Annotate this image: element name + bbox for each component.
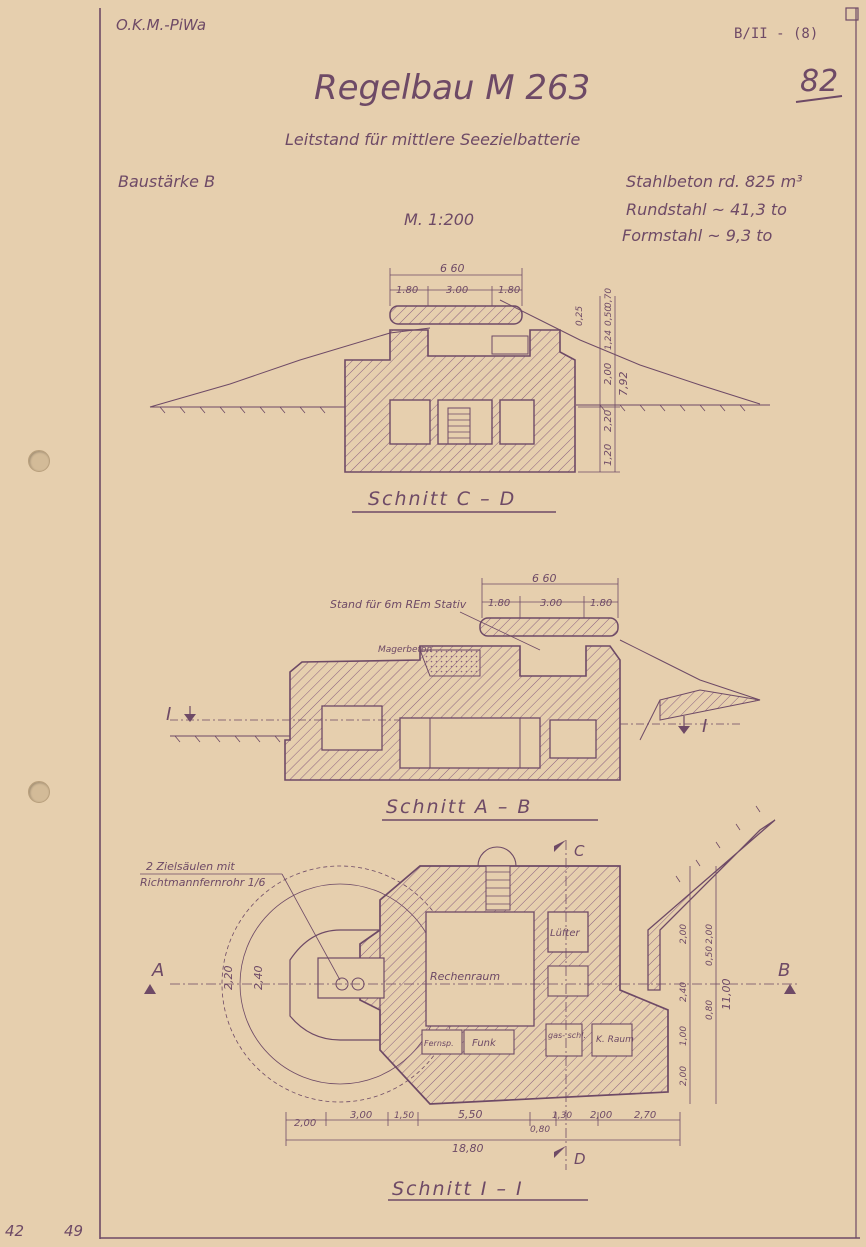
ii-cut-mark-d: D [574, 1150, 586, 1168]
margin-note-1: 42 [5, 1222, 25, 1240]
cd-dim-left: 1.80 [396, 285, 418, 296]
section-ab-drawing: 6 60 1.80 3.00 1.80 Stand für 6m REm Sta… [166, 572, 761, 821]
label-kraum: K. Raum [596, 1035, 634, 1045]
ii-dim-b3: 1,50 [394, 1111, 414, 1121]
ii-dim-b7: 2,70 [634, 1110, 656, 1121]
ii-dim-b6: 2,00 [590, 1110, 612, 1121]
room-funk [463, 1029, 515, 1055]
margin-note-2: 49 [64, 1222, 84, 1240]
ii-dim-r5: 0,80 [705, 1000, 715, 1020]
ii-note-zielsaeulen-1: 2 Zielsäulen mit [146, 860, 235, 873]
cd-dim-r8: 1,20 [603, 444, 614, 466]
cd-dim-right: 1.80 [498, 285, 520, 296]
section-cd-drawing: 6 60 1.80 3.00 1.80 0,25 1,24 0,50 0,70 … [149, 262, 770, 513]
ab-cut-mark-right: I [702, 716, 707, 737]
spec-formstahl: Formstahl ~ 9,3 to [622, 226, 773, 245]
room-rechenraum [425, 911, 535, 1027]
scale-label: M. 1:200 [404, 210, 475, 229]
ab-dim-left: 1.80 [488, 598, 510, 609]
section-ii-drawing: 2,20 2,40 Rechenraum Lüfter Fernsp. Funk… [140, 805, 800, 1201]
drawing-subtitle: Leitstand für mittlere Seezielbatterie [285, 130, 581, 149]
corner-mark [845, 7, 859, 21]
ii-dim-r7: 2,00 [679, 1066, 689, 1086]
ii-dim-b4: 5,50 [458, 1108, 483, 1121]
ii-dim-r4: 2,40 [679, 982, 689, 1002]
page-number: 82 [800, 64, 839, 99]
ii-cut-mark-a: A [151, 960, 164, 981]
ii-dim-b1: 2,00 [294, 1118, 316, 1129]
section-ii-label: Schnitt I – I [392, 1178, 524, 1200]
sheet-reference: B/II - (8) [734, 26, 819, 42]
label-rechenraum: Rechenraum [430, 970, 500, 983]
cd-dim-r4: 0,70 [604, 288, 614, 308]
spec-rundstahl: Rundstahl ~ 41,3 to [626, 200, 787, 219]
cd-dim-mid: 3.00 [446, 285, 468, 296]
label-gasschleuse: gas- schl. [548, 1031, 586, 1040]
ii-dim-r1: 2,00 [679, 924, 689, 944]
ii-dim-b9: 18,80 [452, 1142, 484, 1155]
cd-dim-r3: 0,50 [604, 306, 614, 326]
room-gasschleuse [545, 1023, 583, 1057]
ab-dim-right: 1.80 [590, 598, 612, 609]
room-fernsprecher [421, 1029, 463, 1055]
ii-dim-r6: 1,00 [679, 1026, 689, 1046]
ii-radius-2: 2,40 [252, 966, 265, 991]
ii-cut-mark-c: C [574, 842, 585, 860]
label-funk: Funk [472, 1038, 497, 1049]
cd-dim-r1: 0,25 [575, 306, 585, 326]
room-kraum [591, 1023, 633, 1057]
ii-dim-b2: 3,00 [350, 1110, 372, 1121]
construction-strength: Baustärke B [118, 172, 216, 191]
ii-cut-mark-b: B [778, 960, 790, 981]
ab-note-mager: Magerbeton [378, 645, 433, 655]
org-label: O.K.M.-PiWa [116, 16, 207, 34]
ii-note-zielsaeulen-2: Richtmannfernrohr 1/6 [140, 876, 266, 889]
section-cd-label: Schnitt C – D [368, 488, 517, 510]
cd-dim-r2: 1,24 [604, 330, 614, 350]
cd-dim-r6: 7,92 [617, 372, 630, 397]
punch-hole-bottom [28, 781, 50, 803]
drawing-title: Regelbau M 263 [314, 68, 591, 108]
ii-dim-r8: 11,00 [720, 979, 733, 1011]
spec-stahlbeton: Stahlbeton rd. 825 m³ [626, 172, 803, 191]
punch-hole-top [28, 450, 50, 472]
ii-dim-b5: 1,30 [552, 1111, 572, 1121]
cd-dim-overall: 6 60 [440, 262, 465, 275]
ii-dim-r3: 0,50 [705, 946, 715, 966]
ab-dim-overall: 6 60 [532, 572, 557, 585]
room-luefter [547, 911, 589, 953]
label-fernsprecher: Fernsp. [424, 1039, 454, 1048]
ii-dim-r2: 2,00 [705, 924, 715, 944]
cd-dim-r7: 2,20 [603, 410, 614, 432]
ii-radius-1: 2,20 [222, 966, 235, 991]
label-luefter: Lüfter [550, 928, 581, 939]
ab-dim-mid: 3.00 [540, 598, 562, 609]
ab-cut-mark-left: I [166, 704, 171, 725]
ab-note-stand: Stand für 6m REm Stativ [330, 598, 467, 611]
cd-dim-r5: 2,00 [603, 363, 614, 385]
section-ab-label: Schnitt A – B [386, 796, 533, 818]
ii-dim-b8: 0,80 [530, 1125, 550, 1135]
